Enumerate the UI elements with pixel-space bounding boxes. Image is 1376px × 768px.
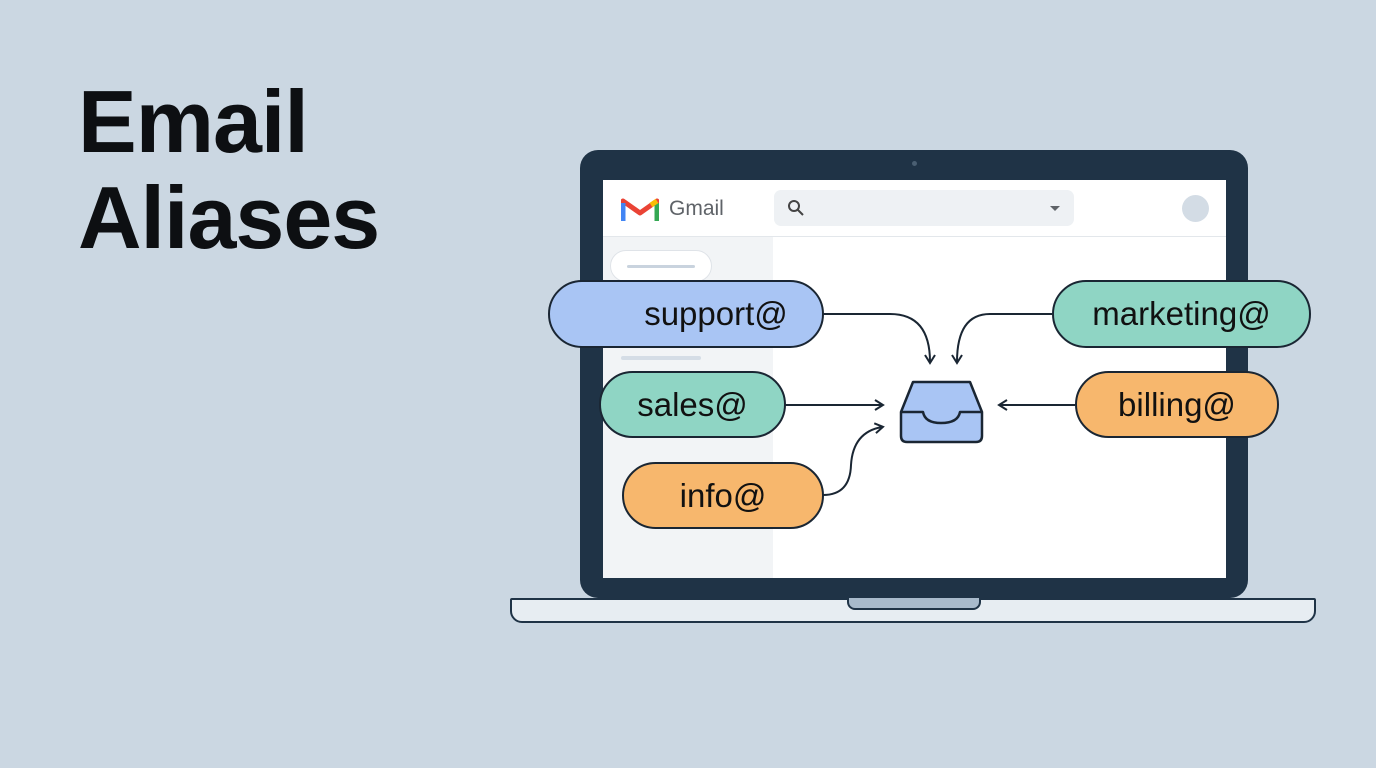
dropdown-caret-icon[interactable] [1050,206,1060,211]
inbox-icon [899,380,984,444]
alias-marketing: marketing@ [1052,280,1311,348]
alias-support: support@ [548,280,824,348]
arrow-info [822,422,885,496]
title-line-2: Aliases [78,168,380,267]
page-title: Email Aliases [78,72,380,267]
laptop-notch [847,598,981,610]
gmail-header: Gmail [603,180,1226,237]
gmail-logo-icon [621,198,659,221]
arrow-support [823,313,936,365]
gmail-brand: Gmail [669,197,724,220]
alias-sales: sales@ [599,371,786,438]
alias-billing: billing@ [1075,371,1279,438]
alias-info: info@ [622,462,824,529]
camera-dot [912,161,917,166]
search-bar[interactable] [774,190,1074,226]
sidebar-item-placeholder [621,356,701,360]
search-icon [788,200,804,216]
title-line-1: Email [78,72,309,171]
compose-button[interactable] [610,250,712,282]
arrow-marketing [951,313,1052,365]
avatar[interactable] [1182,195,1209,222]
